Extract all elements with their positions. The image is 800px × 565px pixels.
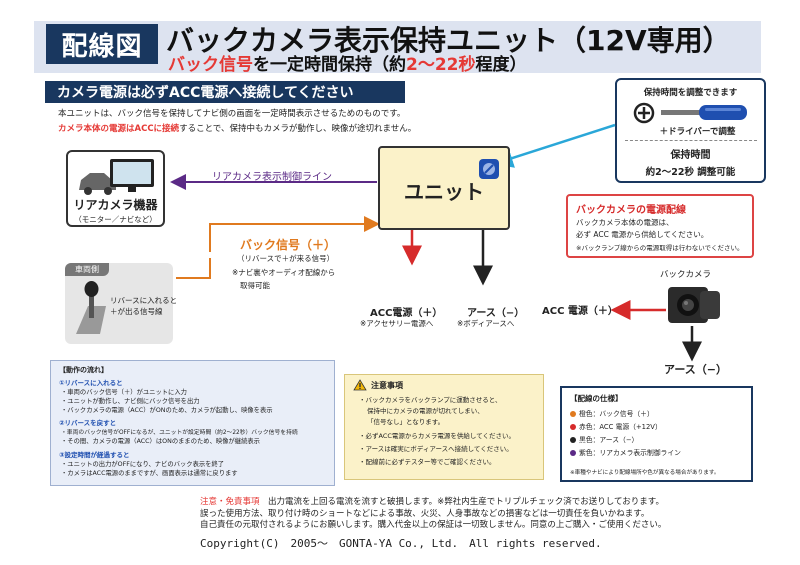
spec-note: ※車種やナビにより配線場所や色が異なる場合があります。 [570, 470, 720, 476]
flow-title: 【動作の流れ】 [59, 366, 108, 374]
description-line-1: 本ユニットは、バック信号を保持してナビ側の画面を一定時間表示させるためのものです… [58, 109, 406, 119]
subtitle-range: 2〜22秒 [406, 55, 476, 75]
earth-label: アース（−） [467, 308, 525, 319]
adjust-info-box: 保持時間を調整できます ＋ドライバーで調整 保持時間 約2〜22秒 調整可能 [615, 78, 766, 183]
flow-step-3: ③設定時間が経過すると [59, 451, 130, 459]
acc-label: ACC電源（＋） [370, 308, 443, 319]
rear-camera-device: リアカメラ機器 （モニター／ナビなど） [66, 150, 165, 227]
caution-4: ・配線前に必ずテスター等でご確認ください。 [359, 458, 496, 466]
adjust-title: 保持時間を調整できます [643, 88, 738, 98]
flow-step-2a: ・車両のバック信号がOFFになるが、ユニットが設定時間（約2〜22秒）バック信号… [61, 430, 298, 436]
spec-item-black: 黒色：アース（−） [570, 434, 638, 444]
screwdriver-icon [633, 102, 747, 124]
device-name: リアカメラ機器 [73, 198, 158, 212]
subtitle-post: 程度） [475, 55, 527, 75]
header-tag: 配線図 [46, 24, 158, 64]
disclaimer: 注意・免責事項 出力電流を上回る電流を流すと破損します。※弊社内生産でトリプルチ… [200, 497, 666, 532]
operation-flow-box: 【動作の流れ】 ①リバースに入れると ・車両のバック信号（＋）がユニットに入力 … [50, 360, 335, 486]
copyright: Copyright(C) 2005〜 GONTA-YA Co., Ltd. Al… [200, 537, 602, 550]
back-signal-note-1: （リバースで＋が来る信号） [237, 254, 335, 263]
back-camera-icon [668, 287, 720, 323]
flow-step-1b: ・ユニットが動作し、ナビ側にバック信号を出力 [61, 398, 200, 405]
caution-1b: 保持中にカメラの電源が切れてしまい、 [367, 407, 484, 415]
page-title: バックカメラ表示保持ユニット（12V専用） [166, 24, 731, 57]
vehicle-text-1: リバースに入れると [110, 296, 178, 305]
description-line-2-emphasis: カメラ本体の電源はACCに接続 [58, 124, 180, 134]
back-signal-note-2: ※ナビ裏やオーディオ配線から [232, 268, 336, 277]
back-signal-label: バック信号（＋） [240, 238, 337, 252]
disclaimer-line-2: 誤った使用方法、取り付け時のショートなどによる事故、火災、人身事故などの損害など… [200, 508, 650, 519]
caution-1c: 「信号なし」となります。 [367, 418, 445, 426]
purple-dot-icon [570, 450, 576, 456]
camera-power-note: バックカメラの電源配線 バックカメラ本体の電源は、 必ず ACC 電源から供給し… [566, 194, 754, 258]
hold-time-title: 保持時間 [670, 150, 711, 161]
vehicle-side-text: リバースに入れると ＋が出る信号線 [110, 295, 177, 317]
black-dot-icon [570, 437, 576, 443]
flow-step-1c: ・バックカメラの電源（ACC）がONのため、カメラが起動し、映像を表示 [61, 407, 273, 414]
back-signal-line-upper [209, 216, 380, 252]
power-line-1: バックカメラ本体の電源は、 [576, 218, 674, 227]
acc-warning-banner: カメラ電源は必ずACC電源へ接続してください [45, 81, 405, 103]
spec-item-orange-text: 橙色：バック信号（＋） [579, 410, 654, 418]
caution-3: ・アースは確実にボディアースへ接続してください。 [359, 445, 513, 453]
page-subtitle: バック信号を一定時間保持（約2〜22秒程度） [168, 50, 527, 75]
acc-note: ※アクセサリー電源へ [360, 319, 434, 328]
flow-step-2: ②リバースを戻すと [59, 419, 117, 427]
unit-label: ユニット [404, 180, 484, 204]
caution-1: ・バックカメラをバックランプに運動させると、 [359, 396, 502, 404]
caution-box: 注意事項 ・バックカメラをバックランプに運動させると、 保持中にカメラの電源が切… [344, 374, 544, 480]
subtitle-mid: を一定時間保持（約 [253, 55, 406, 75]
orange-dot-icon [570, 411, 576, 417]
spec-item-black-text: 黒色：アース（−） [579, 436, 639, 444]
wiring-spec-box: 【配線の仕様】 橙色：バック信号（＋） 赤色：ACC 電源（+12V） 黒色：ア… [560, 386, 753, 482]
flow-step-1: ①リバースに入れると [59, 379, 123, 387]
flow-step-2b: ・その間、カメラの電源（ACC）はONのままのため、映像が継続表示 [61, 438, 260, 445]
adjust-pointer-arrow [492, 123, 616, 168]
power-note: ※バックランプ線からの電源取得は行わないでください。 [576, 244, 744, 252]
monitor-car-icon [79, 159, 154, 195]
back-camera-label: バックカメラ [660, 270, 712, 280]
vehicle-text-2: ＋が出る信号線 [110, 307, 163, 316]
spec-item-purple: 紫色：リアカメラ表示制御ライン [570, 447, 681, 457]
disclaimer-label: 注意・免責事項 [200, 497, 260, 507]
spec-item-purple-text: 紫色：リアカメラ表示制御ライン [579, 449, 681, 457]
spec-item-orange: 橙色：バック信号（＋） [570, 408, 654, 418]
camera-acc-label: ACC 電源（＋） [542, 306, 618, 317]
flow-step-3b: ・カメラはACC電源のままですが、画面表示は通常に戻ります [61, 470, 238, 477]
power-line-2: 必ず ACC 電源から供給してください。 [576, 230, 709, 239]
flow-step-3a: ・ユニットの出力がOFFになり、ナビのバック表示を終了 [61, 461, 225, 468]
description: 本ユニットは、バック信号を保持してナビ側の画面を一定時間表示させるためのものです… [58, 107, 416, 137]
disclaimer-line-3: 自己責任の元取付されるようにお願いします。購入代金以上の保証は一切致しません。同… [200, 520, 667, 530]
vehicle-side-tab: 車両側 [65, 263, 109, 276]
earth-note: ※ボディアースへ [457, 319, 515, 328]
back-signal-line-lower [176, 258, 211, 279]
camera-earth-label: アース（−） [664, 363, 728, 376]
shift-lever-icon [76, 281, 106, 334]
adjust-knob-icon [479, 159, 499, 179]
adjust-caption: ＋ドライバーで調整 [659, 127, 736, 137]
flow-step-1a: ・車両のバック信号（＋）がユニットに入力 [61, 389, 187, 396]
unit-box: ユニット [378, 146, 510, 230]
spec-item-red-text: 赤色：ACC 電源（+12V） [579, 423, 662, 431]
caution-title: 注意事項 [371, 381, 403, 390]
description-line-2: することで、保持中もカメラが動作し、映像が途切れません。 [179, 124, 417, 134]
caution-2: ・必ずACC電源からカメラ電源を供給してください。 [359, 432, 516, 440]
warning-icon [353, 379, 367, 391]
red-dot-icon [570, 424, 576, 430]
spec-title: 【配線の仕様】 [570, 394, 623, 403]
subtitle-back-signal: バック信号 [168, 55, 253, 75]
rear-control-label: リアカメラ表示制御ライン [212, 172, 332, 183]
disclaimer-line-1: 出力電流を上回る電流を流すと破損します。※弊社内生産でトリプルチェック済でお送り… [268, 497, 664, 507]
power-title: バックカメラの電源配線 [576, 205, 686, 216]
adjust-divider [625, 140, 757, 141]
spec-item-red: 赤色：ACC 電源（+12V） [570, 421, 662, 431]
device-sub: （モニター／ナビなど） [74, 215, 157, 224]
hold-time-range: 約2〜22秒 調整可能 [645, 167, 736, 178]
back-signal-note-3: 取得可能 [240, 281, 270, 290]
